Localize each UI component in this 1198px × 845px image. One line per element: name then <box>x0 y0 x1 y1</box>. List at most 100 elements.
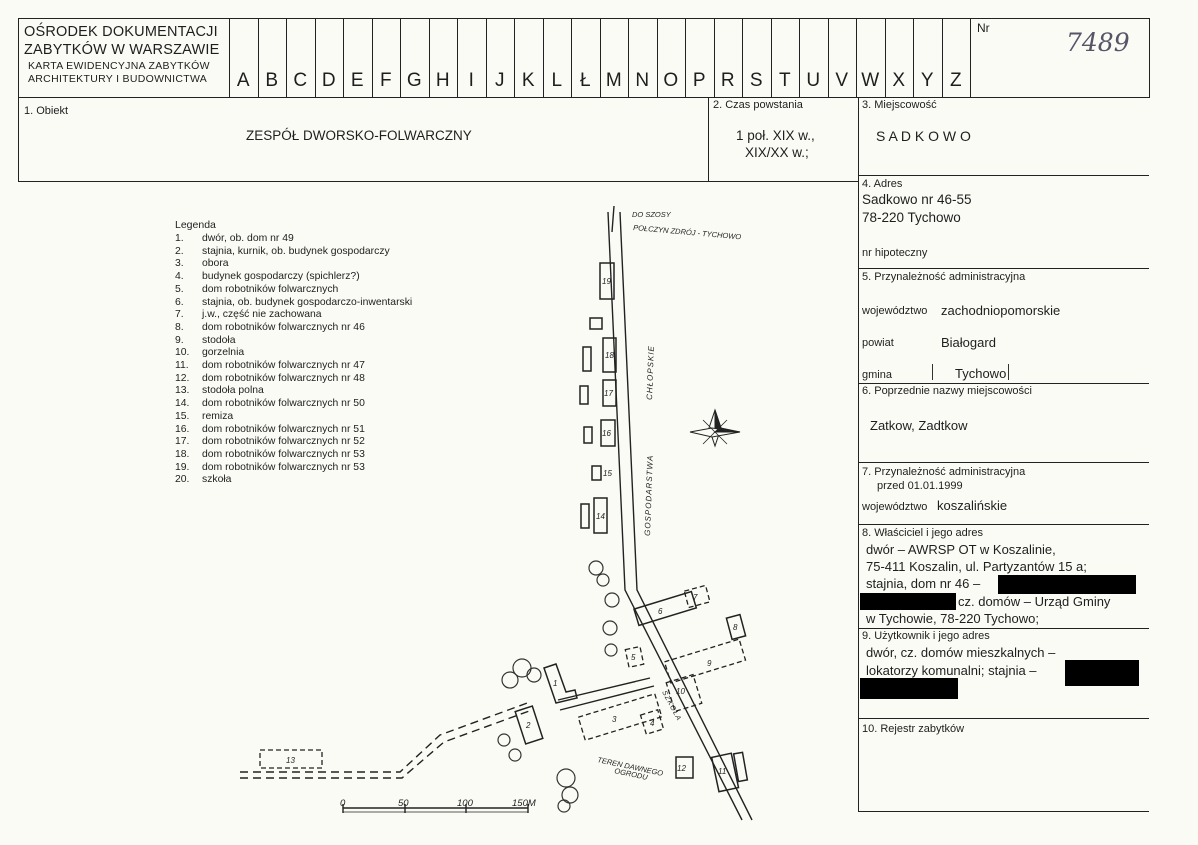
building-6 <box>633 590 698 627</box>
legend-number: 14. <box>175 398 190 410</box>
building-number-16: 16 <box>602 429 611 438</box>
building-number-5: 5 <box>631 653 636 662</box>
gmina-label: gmina <box>862 369 892 381</box>
letter-k: K <box>521 70 535 91</box>
legend-item: 13.stodoła polna <box>175 385 264 396</box>
tree <box>557 799 571 813</box>
legend-item: 3.obora <box>175 258 229 269</box>
letter-separator <box>485 18 487 98</box>
poprzednie-value: Zatkow, Zadtkow <box>870 418 968 433</box>
poprzednie-label: 6. Poprzednie nazwy miejscowości <box>862 385 1032 397</box>
sep-poprzednie <box>858 383 1149 385</box>
adres-line1: Sadkowo nr 46-55 <box>862 192 972 207</box>
legend-item: 8.dom robotników folwarcznych nr 46 <box>175 322 365 333</box>
card-right-border <box>1149 18 1151 98</box>
scale-label-50: 50 <box>398 798 409 809</box>
letter-separator <box>770 18 772 98</box>
obiekt-value: ZESPÓŁ DWORSKO-FOLWARCZNY <box>246 128 472 143</box>
letter-r: R <box>720 70 735 91</box>
gmina-bracket-left <box>932 364 933 380</box>
legend-text: budynek gospodarczy (spichlerz?) <box>202 271 360 283</box>
institution-name-line2: ZABYTKÓW W WARSZAWIE <box>24 42 220 58</box>
letter-w: W <box>861 70 880 91</box>
institution-separator <box>229 18 231 98</box>
building-5 <box>624 645 645 669</box>
scale-label-150: 150M <box>512 798 536 809</box>
letter-separator <box>371 18 373 98</box>
building-2 <box>514 705 544 745</box>
letter-separator <box>827 18 829 98</box>
building-number-7: 7 <box>693 593 698 602</box>
institution-name-line1: OŚRODEK DOKUMENTACJI <box>24 24 218 40</box>
gmina-bracket-right <box>1008 364 1009 380</box>
building-number-3: 3 <box>612 715 617 724</box>
legend-item: 18.dom robotników folwarcznych nr 53 <box>175 449 365 460</box>
sep-wlasciciel <box>858 524 1149 526</box>
field-path-edge <box>240 709 533 779</box>
building-number-17: 17 <box>604 389 613 398</box>
tree <box>588 560 604 576</box>
legend-number: 10. <box>175 347 190 359</box>
obiekt-label: 1. Obiekt <box>24 105 69 117</box>
tree <box>556 768 576 788</box>
uzytkownik-line1: dwór, cz. domów mieszkalnych – <box>866 645 1056 660</box>
building-number-2: 2 <box>525 721 531 730</box>
powiat-label: powiat <box>862 337 894 349</box>
letter-u: U <box>806 70 821 91</box>
legend-item: 12.dom robotników folwarcznych nr 48 <box>175 373 365 384</box>
building-1 <box>543 663 578 704</box>
legend-title: Legenda <box>175 219 216 231</box>
letter-h: H <box>435 70 450 91</box>
tree <box>602 620 618 636</box>
legend-number: 18. <box>175 448 190 460</box>
letter-separator <box>913 18 915 98</box>
building-small-d <box>580 503 590 529</box>
building-7 <box>683 584 711 609</box>
letter-z: Z <box>949 70 962 91</box>
legend-item: 6.stajnia, ob. budynek gospodarczo-inwen… <box>175 297 412 308</box>
building-10 <box>665 673 703 713</box>
hipoteczny-label: nr hipoteczny <box>862 247 928 259</box>
letter-f: F <box>379 70 392 91</box>
letter-separator <box>257 18 259 98</box>
card-title-line1: KARTA EWIDENCYJNA ZABYTKÓW <box>28 60 210 72</box>
legend-text: dom robotników folwarcznych nr 50 <box>202 398 365 410</box>
building-number-6: 6 <box>658 607 663 616</box>
legend-item: 1.dwór, ob. dom nr 49 <box>175 233 294 244</box>
wlasciciel-line5: w Tychowie, 78-220 Tychowo; <box>866 611 1039 626</box>
tree <box>512 658 532 678</box>
uzytkownik-label: 9. Użytkownik i jego adres <box>862 630 990 642</box>
letter-o: O <box>663 70 679 91</box>
building-number-14: 14 <box>596 512 605 521</box>
sep-przynaleznosc-przed <box>858 462 1149 464</box>
tree <box>604 643 618 657</box>
tree <box>526 667 542 683</box>
legend-item: 7.j.w., część nie zachowana <box>175 309 322 320</box>
legend-number: 1. <box>175 233 184 244</box>
letter-separator <box>400 18 402 98</box>
przynaleznosc-przed-label: 7. Przynależność administracyjna <box>862 466 1026 478</box>
building-4 <box>639 708 665 736</box>
letter-separator <box>941 18 943 98</box>
czas-value-2: XIX/XX w.; <box>745 145 809 160</box>
legend-text: dom robotników folwarcznych <box>202 283 339 295</box>
sep-adres <box>858 175 1149 177</box>
main-road <box>607 211 743 821</box>
tree <box>604 592 620 608</box>
manor-road-edge <box>559 685 655 711</box>
legend-number: 17. <box>175 436 190 448</box>
building-number-1: 1 <box>553 679 557 688</box>
tree <box>501 671 519 689</box>
letter-y: Y <box>920 70 934 91</box>
scale-label-0: 0 <box>340 798 346 809</box>
building-20 <box>589 317 603 330</box>
sep-przynaleznosc <box>858 268 1149 270</box>
north-arrow-road <box>611 205 615 233</box>
building-17 <box>602 379 617 407</box>
header-bottom-border <box>18 97 1150 99</box>
wlasciciel-line2: 75-411 Koszalin, ul. Partyzantów 15 a; <box>866 559 1087 574</box>
legend-item: 14. dom robotników folwarcznych nr 50 <box>175 398 365 409</box>
przynaleznosc-label: 5. Przynależność administracyjna <box>862 271 1026 283</box>
building-number-8: 8 <box>733 623 738 632</box>
legend-item: 15.remiza <box>175 411 233 422</box>
